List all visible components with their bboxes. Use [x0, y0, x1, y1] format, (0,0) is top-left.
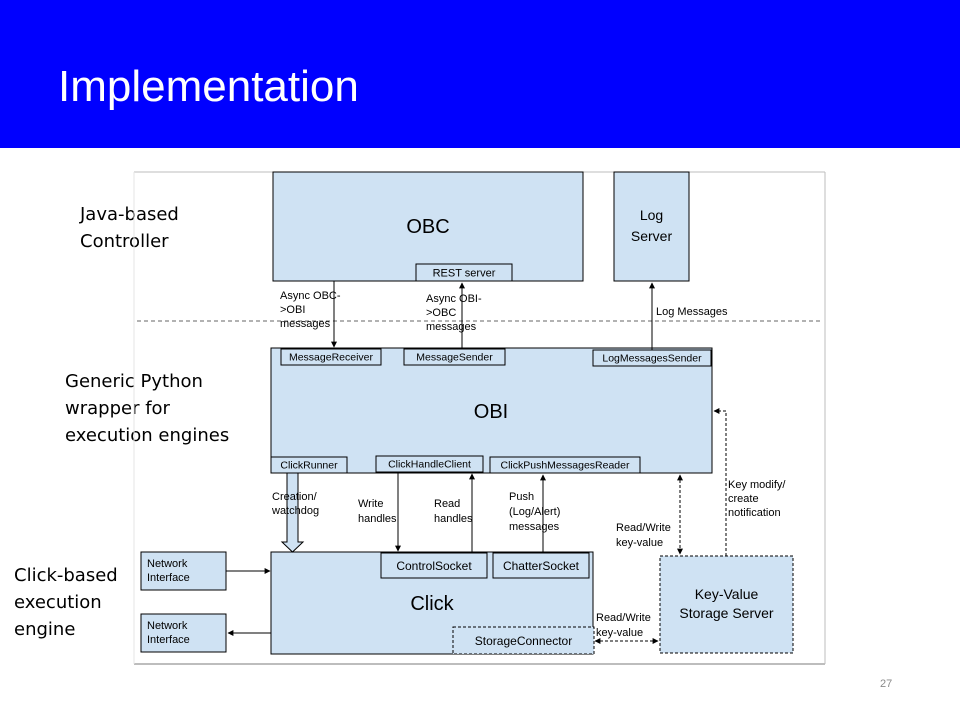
log-messages-sender-label: LogMessagesSender [602, 353, 702, 365]
edge-key-modify [713, 408, 727, 556]
edge-label-key-modify: Key modify/ create notification [728, 479, 786, 519]
edge-label-line: Key modify/ [728, 479, 786, 491]
log-server-label-line1: Log [640, 207, 663, 223]
click-handle-client-label: ClickHandleClient [388, 459, 471, 471]
obi-label: OBI [474, 401, 508, 423]
message-sender-box [403, 348, 506, 366]
control-socket-label: ControlSocket [396, 559, 472, 573]
edge-label-line: Async OBC- [280, 290, 341, 302]
slide-header [0, 0, 960, 148]
edge-label-line: handles [434, 513, 473, 525]
click-push-messages-reader-label: ClickPushMessagesReader [501, 460, 630, 472]
page-number: 27 [880, 678, 893, 690]
label-python-wrapper: Generic Python wrapper for execution eng… [65, 368, 229, 449]
edge-label-write-handles: Write handles [358, 498, 397, 525]
log-server-label-line2: Server [631, 228, 673, 244]
obc-label: OBC [406, 216, 449, 238]
rest-server-box [415, 263, 513, 282]
obc-box [272, 171, 584, 282]
message-receiver-label: MessageReceiver [289, 352, 374, 364]
edge-label-push-messages: Push (Log/Alert) messages [509, 491, 560, 533]
label-line: execution [14, 592, 102, 613]
edge-label-line: Creation/ [272, 491, 318, 503]
edge-label-line: Write [358, 498, 383, 510]
edge-label-line: messages [426, 321, 477, 333]
storage-connector-box [452, 626, 595, 655]
edge-label-line: Async OBI- [426, 293, 482, 305]
edge-label-creation-watchdog: Creation/ watchdog [271, 491, 319, 517]
edge-label-async-obi-obc: Async OBI- >OBC messages [426, 293, 482, 333]
kv-server-label-line2: Storage Server [679, 605, 773, 621]
storage-connector-label: StorageConnector [475, 634, 572, 648]
click-push-messages-reader-box [489, 456, 641, 474]
edge-label-line: Read [434, 498, 460, 510]
edge-label-log-messages: Log Messages [656, 306, 728, 318]
network-interface-2-line2: Interface [147, 634, 190, 646]
edge-creation-watchdog [280, 472, 305, 553]
label-click-engine: Click-based execution engine [14, 562, 118, 643]
label-line: engine [14, 619, 76, 640]
control-socket-box [380, 552, 488, 579]
obi-box [270, 347, 713, 474]
label-line: wrapper for [65, 398, 170, 419]
label-java-controller: Java-based Controller [80, 201, 179, 255]
edge-label-read-handles: Read handles [434, 498, 473, 525]
label-line: Click-based [14, 565, 118, 586]
network-interface-box-2 [140, 613, 227, 653]
label-line: Controller [80, 231, 169, 252]
slide-title: Implementation [58, 62, 359, 111]
edge-label-line: (Log/Alert) [509, 506, 560, 518]
edge-label-line: messages [280, 318, 331, 330]
edge-label-line: key-value [596, 627, 643, 639]
log-server-box [613, 171, 690, 282]
click-runner-box [270, 456, 348, 474]
edge-label-read-write-kv-lower: Read/Write key-value [596, 612, 651, 639]
chatter-socket-label: ChatterSocket [503, 559, 580, 573]
edge-label-line: create [728, 493, 759, 505]
edge-label-line: Push [509, 491, 534, 503]
click-label: Click [410, 593, 454, 615]
label-line: Java-based [80, 204, 179, 225]
edge-label-async-obc-obi: Async OBC- >OBI messages [280, 290, 341, 330]
chatter-socket-box [492, 552, 590, 579]
edge-label-line: >OBC [426, 307, 456, 319]
edge-label-line: Read/Write [616, 522, 671, 534]
click-runner-label: ClickRunner [280, 460, 338, 472]
edge-label-line: Read/Write [596, 612, 651, 624]
edge-label-read-write-kv-upper: Read/Write key-value [616, 522, 671, 549]
label-line: execution engines [65, 425, 230, 446]
kv-server-box [659, 555, 794, 654]
edge-label-line: handles [358, 513, 397, 525]
message-receiver-box [280, 348, 382, 366]
network-interface-1-line2: Interface [147, 572, 190, 584]
network-interface-2-line1: Network [147, 620, 188, 632]
network-interface-1-line1: Network [147, 558, 188, 570]
edge-label-line: watchdog [271, 505, 319, 517]
click-handle-client-box [375, 455, 484, 473]
edge-label-line: key-value [616, 537, 663, 549]
edge-label-line: >OBI [280, 304, 305, 316]
network-interface-box-1 [140, 551, 227, 591]
message-sender-label: MessageSender [416, 352, 493, 364]
rest-server-label: REST server [433, 268, 496, 280]
edge-label-line: notification [728, 507, 781, 519]
kv-server-label-line1: Key-Value [695, 586, 759, 602]
edge-label-line: messages [509, 521, 560, 533]
